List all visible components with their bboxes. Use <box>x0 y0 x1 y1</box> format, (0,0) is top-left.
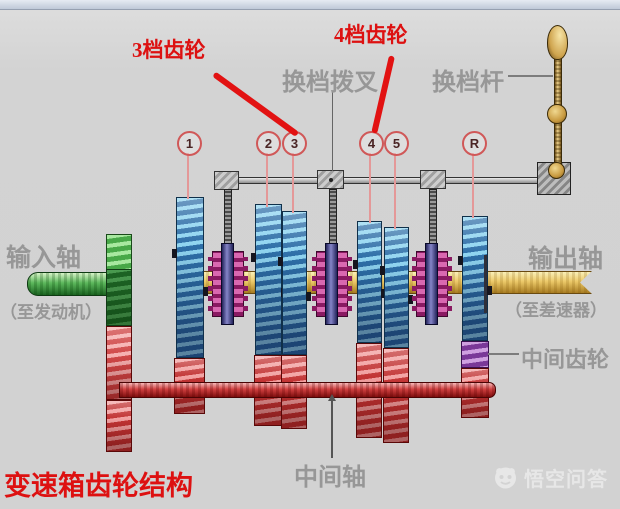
watermark: 悟空问答 <box>492 463 608 492</box>
label-shift-lever: 换档杆 <box>432 70 504 96</box>
countershaft <box>119 382 496 398</box>
label-input-shaft: 输入轴 <box>6 245 82 272</box>
synchro-sleeve-3-4 <box>325 243 338 325</box>
shift-rail <box>216 177 538 184</box>
counter-gear-input-bottom <box>106 400 132 452</box>
countershaft-pointer-line <box>331 398 333 458</box>
gear-4-blue <box>353 221 386 343</box>
label-input-shaft-sub: （至发动机） <box>0 303 102 322</box>
marker-r-label: R <box>469 136 480 151</box>
shift-fork-pointer-line <box>332 92 333 171</box>
label-gear3: 3档齿轮 <box>132 38 206 62</box>
leader-line-2 <box>266 153 268 207</box>
input-gear-dark <box>106 269 132 326</box>
label-output-shaft: 输出轴 <box>528 246 604 273</box>
leader-line-1 <box>187 153 189 199</box>
idler-gear <box>461 341 489 368</box>
marker-circle-2: 2 <box>256 131 281 156</box>
idler-pointer-line <box>488 353 519 355</box>
leader-line-5 <box>394 153 396 229</box>
wukong-logo-icon <box>495 467 516 489</box>
shift-fork-rod-3 <box>429 189 437 246</box>
marker-circle-5: 5 <box>384 131 409 156</box>
fork-box-bolt <box>329 178 333 182</box>
marker-circle-r: R <box>462 131 487 156</box>
watermark-text: 悟空问答 <box>524 469 608 491</box>
leader-line-3 <box>292 153 294 213</box>
marker-2-label: 2 <box>264 136 273 151</box>
marker-5-label: 5 <box>392 136 401 151</box>
countershaft-pointer-arrowhead <box>328 390 336 401</box>
label-countershaft: 中间轴 <box>294 465 366 491</box>
label-shift-fork: 换档拨叉 <box>282 70 378 96</box>
gear-r-blue <box>458 216 492 341</box>
synchro-sleeve-1-2 <box>221 243 234 325</box>
shift-fork-rod-1 <box>224 189 232 246</box>
window-top-strip <box>0 0 620 10</box>
leader-line-4 <box>369 153 371 223</box>
marker-circle-4: 4 <box>359 131 384 156</box>
marker-circle-1: 1 <box>177 131 202 156</box>
shift-lever-pointer-line <box>508 75 553 77</box>
label-output-shaft-sub: （至差速器） <box>505 301 607 320</box>
shift-fork-box-3 <box>420 170 446 189</box>
leader-line-r <box>472 153 474 218</box>
page-title: 变速箱齿轮结构 <box>4 471 193 501</box>
shift-fork-rod-2 <box>329 189 337 246</box>
marker-3-label: 3 <box>290 136 299 151</box>
shift-fork-box-2 <box>317 170 344 189</box>
shaft-flange <box>484 255 487 313</box>
input-shaft <box>27 272 112 296</box>
label-gear4: 4档齿轮 <box>334 23 408 47</box>
lever-base-ball <box>548 162 565 179</box>
label-idler-gear: 中间齿轮 <box>521 347 610 372</box>
gear-5-blue <box>380 227 413 348</box>
shift-lever-knob <box>547 25 568 60</box>
gear-1-blue <box>172 197 208 358</box>
gear-2-blue <box>251 204 286 355</box>
marker-4-label: 4 <box>367 136 376 151</box>
synchro-sleeve-5-r <box>425 243 438 325</box>
shift-fork-box-1 <box>214 171 239 190</box>
gear-3-blue <box>278 211 311 355</box>
input-gear-light <box>106 234 132 269</box>
marker-1-label: 1 <box>185 136 194 151</box>
lever-ball-joint <box>547 104 567 124</box>
